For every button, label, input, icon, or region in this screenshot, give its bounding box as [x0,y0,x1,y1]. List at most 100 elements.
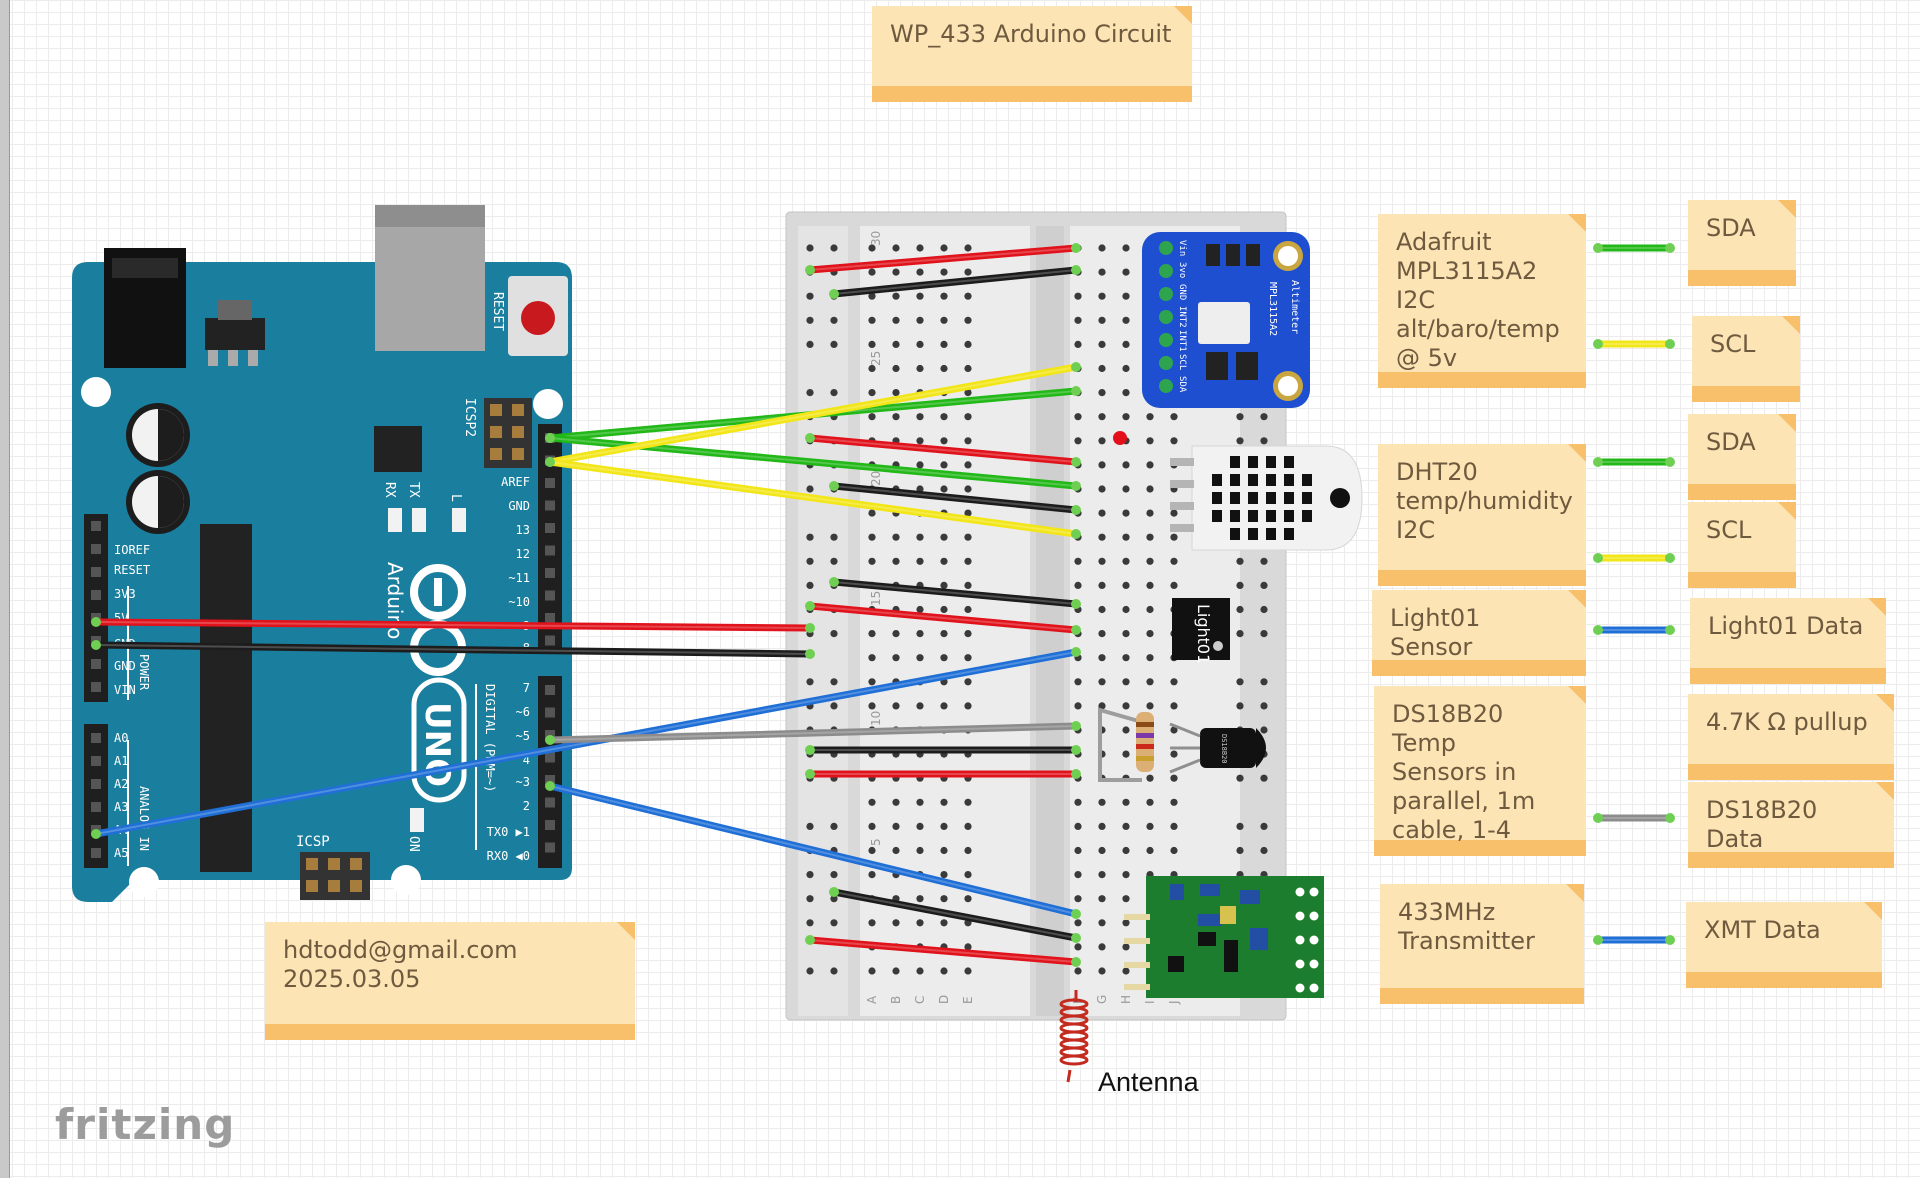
breadboard-hole[interactable] [1146,846,1154,855]
rail-hole[interactable] [1236,605,1244,614]
rail-hole[interactable] [806,678,814,686]
breadboard-hole[interactable] [964,895,972,903]
wire[interactable] [806,936,1080,966]
wire[interactable] [830,888,1080,942]
breadboard-hole[interactable] [1122,268,1130,276]
breadboard-hole[interactable] [1122,364,1130,373]
mpl-note[interactable]: Adafruit MPL3115A2 I2C alt/baro/temp @ 5… [1378,214,1586,388]
header-pin[interactable] [545,568,555,578]
rail-hole[interactable] [1236,678,1244,686]
breadboard-hole[interactable] [868,822,876,831]
breadboard-hole[interactable] [1122,605,1130,614]
breadboard-hole[interactable] [1098,509,1106,517]
rail-hole[interactable] [1236,822,1244,831]
header-pin[interactable] [545,545,555,556]
breadboard-hole[interactable] [868,871,876,879]
breadboard-hole[interactable] [1146,798,1154,806]
breadboard-hole[interactable] [1074,678,1082,686]
breadboard-hole[interactable] [1122,919,1130,927]
rail-hole[interactable] [806,244,814,252]
breadboard-hole[interactable] [1074,895,1082,903]
breadboard-hole[interactable] [868,967,876,975]
rail-hole[interactable] [830,389,838,397]
breadboard-hole[interactable] [892,244,900,252]
dht-note[interactable]: DHT20 temp/humidity I2C [1378,444,1586,586]
breadboard-hole[interactable] [1098,292,1106,300]
breadboard-hole[interactable] [868,846,876,855]
header-pin[interactable] [545,523,555,533]
header-pin[interactable] [91,544,101,554]
wire[interactable] [830,482,1080,514]
wire[interactable] [92,648,1080,838]
breadboard-hole[interactable] [892,919,900,927]
breadboard-hole[interactable] [1122,726,1130,734]
breadboard-hole[interactable] [1146,437,1154,445]
breadboard-hole[interactable] [1122,750,1130,758]
breadboard-hole[interactable] [892,413,900,421]
header-pin[interactable] [545,500,555,511]
breadboard-hole[interactable] [868,630,876,638]
breadboard-hole[interactable] [1122,533,1130,541]
wire[interactable] [92,641,814,658]
rail-hole[interactable] [1260,437,1268,445]
breadboard-hole[interactable] [916,798,924,806]
breadboard-hole[interactable] [868,509,876,517]
breadboard-hole[interactable] [1170,798,1178,806]
rail-hole[interactable] [830,533,838,541]
breadboard-hole[interactable] [916,244,924,252]
breadboard-hole[interactable] [940,822,948,831]
breadboard-hole[interactable] [916,413,924,421]
breadboard-hole[interactable] [940,702,948,710]
breadboard-hole[interactable] [1122,967,1130,975]
wire[interactable] [546,782,1080,918]
rail-hole[interactable] [830,557,838,565]
breadboard-hole[interactable] [916,967,924,975]
rail-hole[interactable] [806,967,814,975]
breadboard-hole[interactable] [940,364,948,373]
breadboard-hole[interactable] [868,919,876,927]
breadboard-hole[interactable] [1074,557,1082,565]
breadboard-hole[interactable] [916,316,924,324]
rail-hole[interactable] [806,919,814,927]
breadboard-hole[interactable] [1074,919,1082,927]
breadboard-hole[interactable] [1098,654,1106,662]
breadboard-hole[interactable] [964,630,972,638]
breadboard-hole[interactable] [1098,316,1106,324]
breadboard-hole[interactable] [940,461,948,469]
breadboard-hole[interactable] [1098,485,1106,493]
breadboard-hole[interactable] [892,702,900,710]
breadboard-hole[interactable] [940,846,948,855]
breadboard-hole[interactable] [916,895,924,903]
breadboard-hole[interactable] [868,389,876,397]
breadboard-hole[interactable] [964,268,972,276]
breadboard-hole[interactable] [940,581,948,590]
rail-hole[interactable] [1260,822,1268,831]
breadboard-hole[interactable] [1146,605,1154,614]
breadboard-hole[interactable] [916,702,924,710]
rail-hole[interactable] [806,316,814,324]
breadboard-hole[interactable] [964,605,972,614]
wire[interactable] [806,434,1080,466]
rail-hole[interactable] [1236,630,1244,638]
breadboard-hole[interactable] [1098,630,1106,638]
ds18b20-sensor[interactable]: DS18B20 [1169,722,1266,774]
pullup-resistor[interactable] [1098,707,1154,782]
breadboard-hole[interactable] [964,557,972,565]
breadboard-hole[interactable] [868,798,876,806]
breadboard-hole[interactable] [892,268,900,276]
light-data-note[interactable]: Light01 Data [1690,598,1886,684]
breadboard-hole[interactable] [1122,798,1130,806]
header-pin[interactable] [91,756,101,766]
breadboard-hole[interactable] [1122,485,1130,493]
light-note[interactable]: Light01 Sensor [1372,590,1586,676]
breadboard-hole[interactable] [868,364,876,373]
breadboard-hole[interactable] [916,340,924,348]
breadboard-hole[interactable] [1098,413,1106,421]
breadboard-hole[interactable] [964,678,972,686]
wire[interactable] [546,458,1080,538]
breadboard-hole[interactable] [1122,389,1130,397]
breadboard-hole[interactable] [1074,967,1082,975]
breadboard-hole[interactable] [1098,437,1106,445]
breadboard-hole[interactable] [916,605,924,614]
breadboard-hole[interactable] [964,389,972,397]
